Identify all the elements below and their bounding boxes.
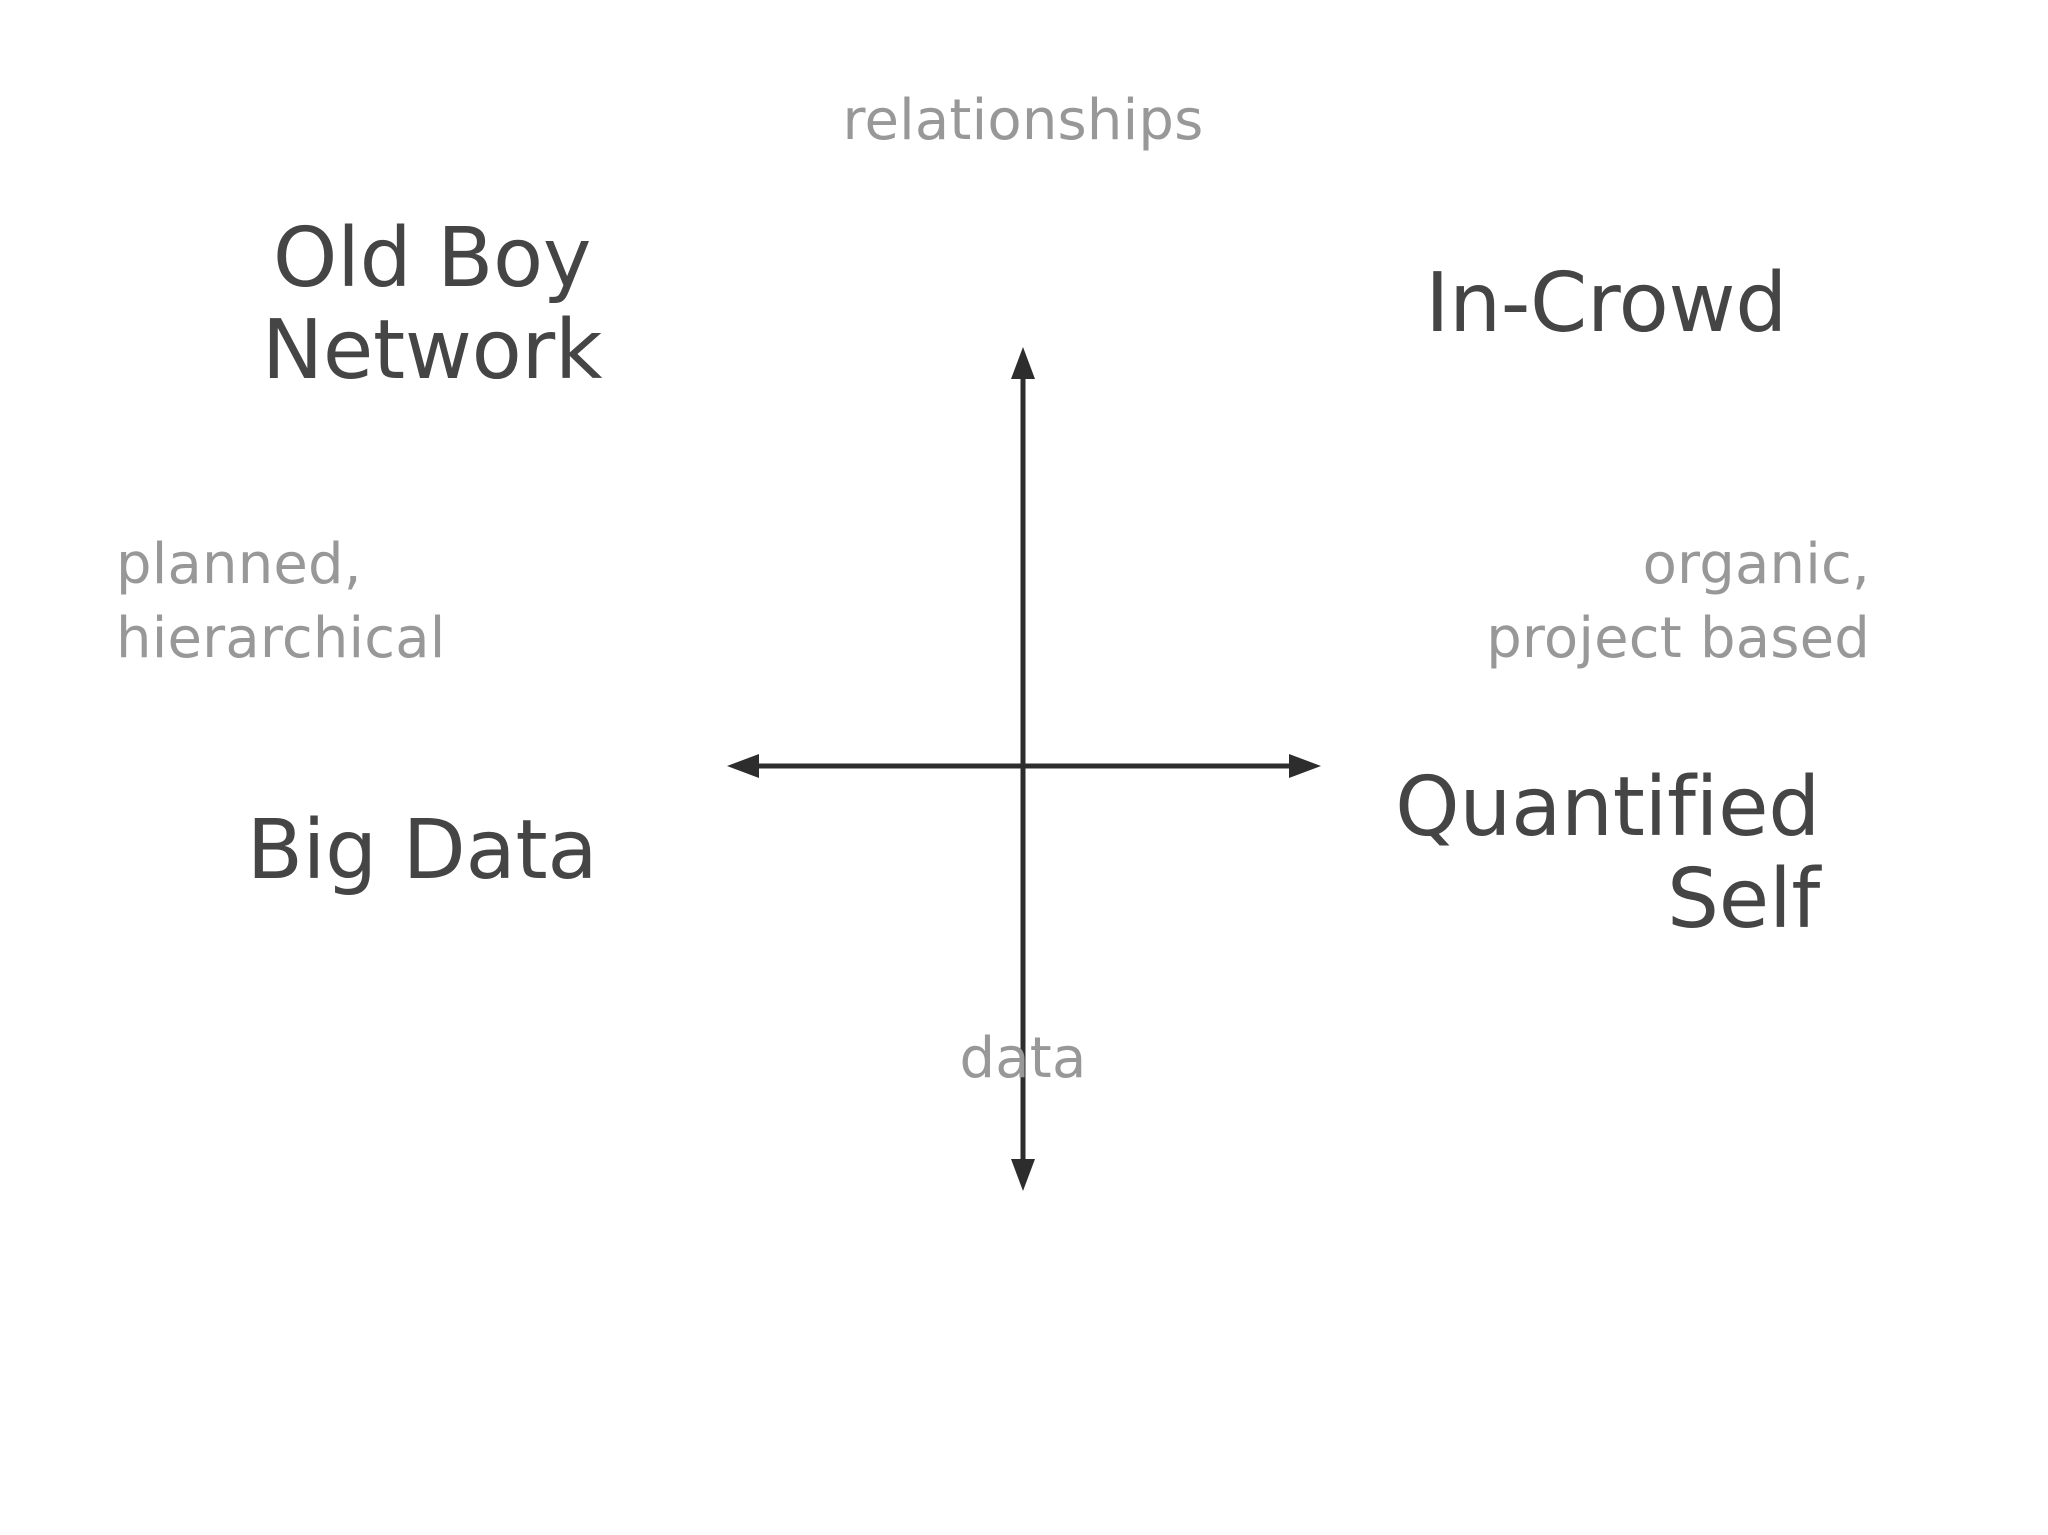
axis-arrow-down-icon bbox=[1011, 1159, 1035, 1191]
axis-label-bottom: data bbox=[959, 1026, 1087, 1091]
quadrant-label-top-right: In-Crowd bbox=[1425, 256, 1787, 351]
axis-label-right: organic, project based bbox=[1486, 532, 1870, 671]
quadrant-label-bottom-right: Quantified Self bbox=[1395, 760, 1820, 947]
axis-arrow-left-icon bbox=[727, 754, 759, 778]
quadrant-label-top-left: Old Boy Network bbox=[261, 211, 603, 398]
axis-label-top: relationships bbox=[842, 88, 1204, 153]
quadrant-label-bottom-left: Big Data bbox=[246, 803, 598, 898]
axis-arrow-up-icon bbox=[1011, 347, 1035, 379]
axis-label-left: planned, hierarchical bbox=[116, 532, 446, 671]
axis-arrow-right-icon bbox=[1289, 754, 1321, 778]
